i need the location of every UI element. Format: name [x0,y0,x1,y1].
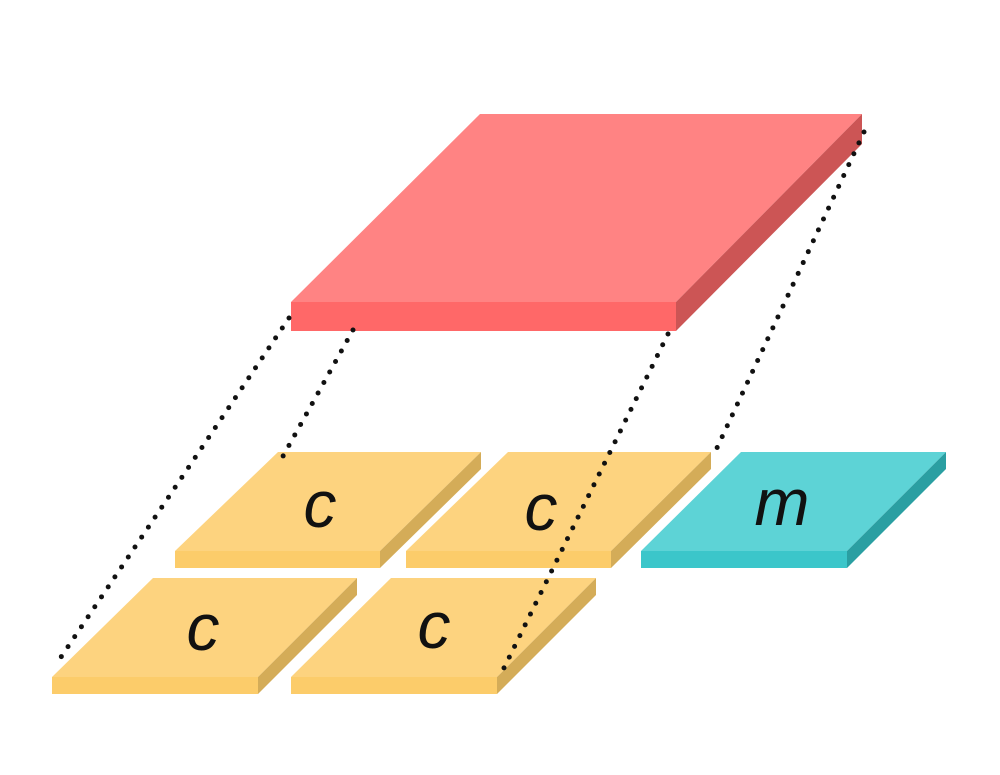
projection-lines [52,129,867,675]
tile-side [497,578,596,694]
tile-label: c [418,588,451,662]
projection-line-right-outer [713,129,867,453]
tile-row1-right-cyan: m [641,452,946,568]
large-tile-top [291,114,862,302]
tile-top [52,578,357,677]
tile-top [175,452,481,551]
tile-label: c [525,470,558,544]
tile-side [258,578,357,694]
tile-row2-middle: c [291,578,596,694]
tile-row2-left: c [52,578,357,694]
tile-front [291,677,497,694]
large-red-tile [291,114,862,331]
tile-row1-left: c [175,452,481,568]
tile-front [52,677,258,694]
tile-front [641,551,847,568]
projection-line-right-inner [499,331,671,675]
tile-top [291,578,596,677]
projection-line-left-inner [279,327,356,461]
tile-front [175,551,380,568]
tile-label: c [187,590,220,664]
tile-label: c [304,467,337,541]
tile-side [611,452,711,568]
large-tile-front [291,302,676,331]
tile-label: m [755,465,810,539]
large-tile-side [676,114,862,331]
tile-top [406,452,711,551]
tile-side [380,452,481,568]
tile-top [641,452,946,551]
tile-front [406,551,611,568]
tile-side [847,452,946,568]
tile-row1-middle: c [406,452,711,568]
projection-line-left-outer [52,315,292,669]
